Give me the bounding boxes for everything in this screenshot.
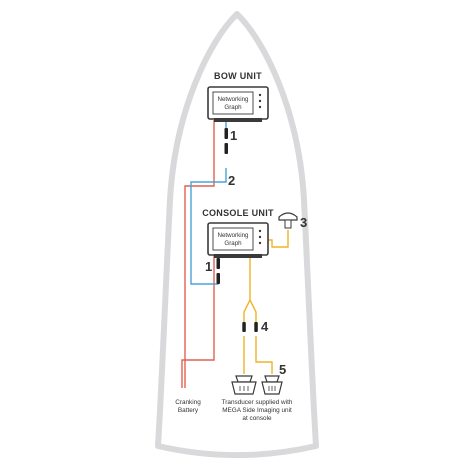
- transducer-cable: [243, 250, 273, 374]
- callout-4: 4: [261, 319, 269, 334]
- battery-label-line2: Battery: [178, 407, 199, 414]
- bow-unit-title: BOW UNIT: [214, 71, 262, 81]
- battery-label-line1: Cranking: [175, 399, 201, 406]
- transducer-icon: [231, 375, 257, 395]
- callout-2: 2: [228, 173, 235, 188]
- callout-5: 5: [279, 362, 286, 377]
- transducer-label-line1: Transducer supplied with: [222, 399, 293, 406]
- transducer-connectors: [242, 322, 258, 332]
- console-unit-screen-line1: Networking: [218, 232, 250, 239]
- power-cable: [184, 120, 215, 388]
- transducer-icon: [261, 375, 283, 395]
- callout-1-bottom: 1: [205, 259, 212, 274]
- bow-unit-screen-line1: Networking: [218, 96, 250, 103]
- ethernet-connector-top: [224, 128, 228, 154]
- ethernet-connector-bottom: [216, 258, 220, 284]
- console-unit-display: [207, 222, 269, 258]
- transducer-label-line3: at console: [242, 415, 272, 422]
- boat-hull-outline: [155, 11, 319, 458]
- bow-unit-screen-line2: Graph: [224, 104, 242, 111]
- transducer-label-line2: MEGA Side Imaging unit: [222, 407, 292, 414]
- console-unit-title: CONSOLE UNIT: [202, 208, 274, 218]
- console-unit-screen-line2: Graph: [224, 240, 242, 247]
- power-cable-console: [181, 250, 215, 388]
- bow-unit-display: [207, 86, 269, 122]
- callout-1-top: 1: [230, 128, 237, 143]
- callout-3: 3: [300, 215, 307, 230]
- gps-antenna-icon: [278, 212, 298, 229]
